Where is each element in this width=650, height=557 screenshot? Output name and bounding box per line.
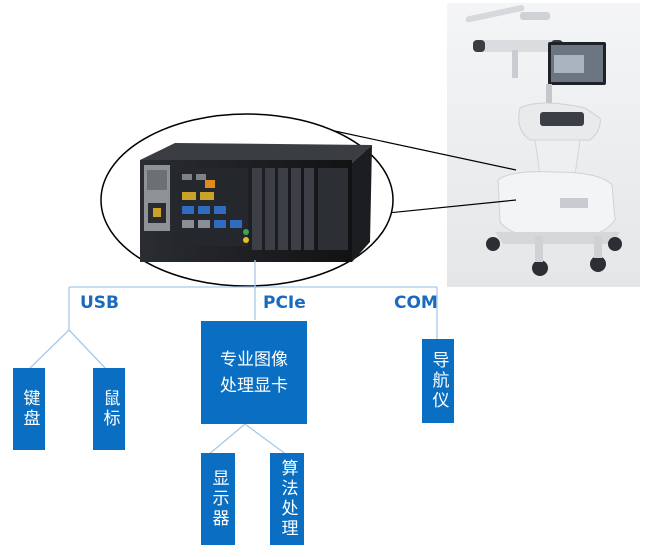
callout-lines [329,129,517,215]
com-bus-label: COM [394,293,438,313]
navigation-cart-icon [447,3,640,287]
display-label: 显示器 [208,469,229,529]
keyboard-label: 键盘 [19,389,40,429]
keyboard-box: 键盘 [13,368,45,450]
industrial-computer-icon [100,113,394,287]
navigator-label: 导航仪 [428,351,449,411]
pcie-bus-label: PCIe [263,293,306,313]
gpu-label-line2: 处理显卡 [220,375,288,396]
navigator-box: 导航仪 [422,339,454,423]
mouse-box: 鼠标 [93,368,125,450]
connector-lines [27,260,438,456]
algorithm-label: 算法处理 [277,459,298,539]
algorithm-box: 算法处理 [270,453,304,545]
usb-bus-label: USB [80,293,120,313]
display-box: 显示器 [201,453,235,545]
mouse-label: 鼠标 [99,389,120,429]
gpu-label-line1: 专业图像 [220,349,288,370]
gpu-box: 专业图像 处理显卡 [201,321,307,424]
